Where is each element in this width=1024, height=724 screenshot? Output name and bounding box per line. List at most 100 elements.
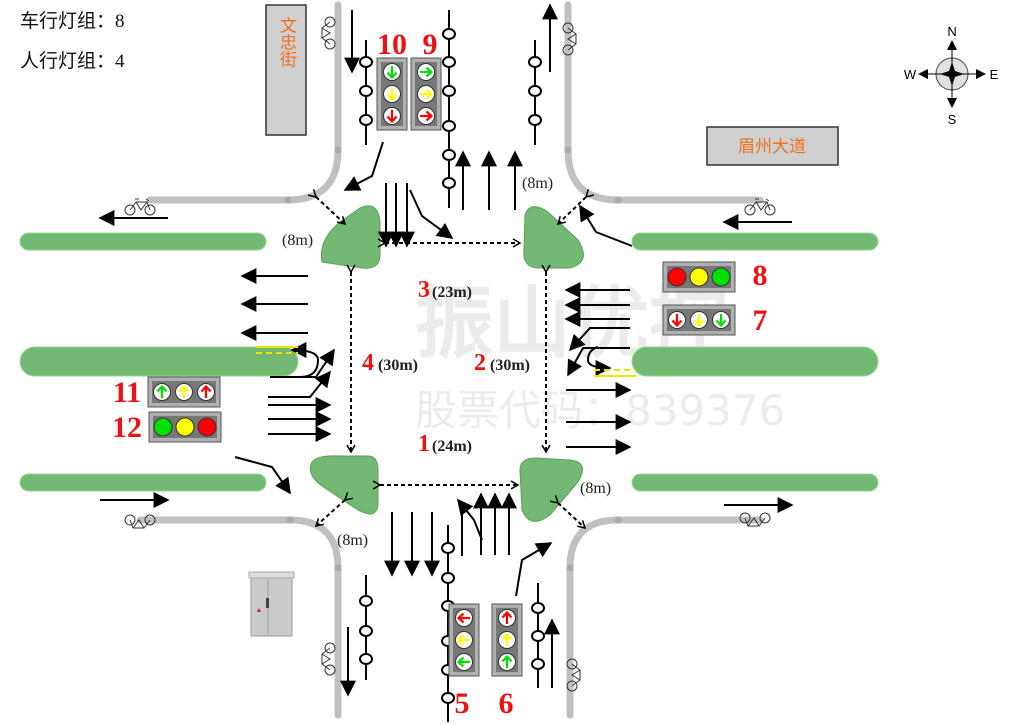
arrow-down-icon: [715, 314, 727, 328]
traffic-arrows: [98, 3, 794, 697]
island-nw: [320, 205, 381, 269]
bicycle-icon: [124, 514, 156, 529]
bicycle-icon: [739, 512, 771, 527]
street-name-east: 眉州大道: [706, 126, 839, 166]
bicycle-icon: [566, 658, 581, 692]
median-west-bottom: [19, 473, 267, 492]
signal-lamp-yellow: [175, 383, 193, 401]
signal-group-label: 8: [753, 259, 768, 292]
signal-lamp-yellow: [690, 311, 708, 329]
signal-group-9: 9: [410, 28, 442, 131]
crosswalk-1-length: (24m): [432, 438, 472, 455]
signal-lamp-red: [383, 107, 401, 125]
bicycle-icon: [321, 642, 336, 676]
crosswalk-3-id: 3: [418, 277, 430, 303]
signal-lamp-yellow: [455, 631, 473, 649]
arrow-up-icon: [200, 384, 212, 398]
bicycle-icon: [744, 198, 776, 216]
signal-controller-cabinet-icon: [248, 571, 295, 637]
median-east-top: [631, 232, 879, 251]
arrow-down-icon: [693, 314, 705, 328]
signal-group-label: 10: [377, 28, 407, 61]
distance-se: (8m): [580, 480, 611, 497]
compass-west: W: [904, 67, 917, 82]
signal-group-7: 7: [662, 304, 768, 337]
arrow-right-icon: [420, 66, 434, 78]
medians: [19, 232, 879, 492]
median-west-center: [19, 346, 299, 377]
signal-group-label: 12: [112, 411, 142, 444]
signal-group-label: 5: [455, 687, 470, 720]
signal-lamp-red: [417, 107, 435, 125]
street-name-meizhou: 眉州大道: [738, 137, 806, 157]
street-name-north: 文忠街: [265, 4, 307, 136]
watermark-stock-code: 股票代码：839376: [415, 386, 785, 435]
crosswalk-4-id: 4: [362, 350, 374, 376]
vehicle-signal-group-count: 车行灯组：8: [20, 11, 125, 32]
compass-north: N: [947, 24, 956, 39]
island-ne: [523, 206, 584, 269]
island-sw: [309, 455, 379, 515]
corner-crossing-nw: [307, 189, 347, 226]
signal-lamp-red: [455, 609, 473, 627]
signal-lamp-green: [498, 653, 516, 671]
island-se: [519, 457, 583, 522]
signal-lamp-red: [668, 311, 686, 329]
signal-lamp-red: [197, 383, 215, 401]
signal-lamp-green: [153, 417, 173, 437]
distance-sw: (8m): [337, 532, 368, 549]
arrow-down-icon: [386, 88, 398, 102]
bicycle-icon: [124, 198, 156, 216]
crosswalk-2-length: (30m): [490, 357, 530, 374]
arrow-right-icon: [420, 110, 434, 122]
compass-east: E: [990, 67, 999, 82]
crosswalk-labels: 3 (23m) 4 (30m) 2 (30m) 1 (24m): [362, 277, 530, 457]
signal-group-label: 7: [753, 304, 768, 337]
curb-sw: [136, 516, 342, 719]
arrow-up-icon: [156, 384, 168, 398]
corner-distance-labels: (8m) (8m) (8m) (8m): [282, 175, 611, 549]
crosswalk-4-length: (30m): [378, 357, 418, 374]
distance-nw: (8m): [282, 232, 313, 249]
arrow-down-icon: [386, 66, 398, 80]
distance-ne: (8m): [522, 175, 553, 192]
crosswalk-1-id: 1: [418, 431, 430, 457]
curb-nw: [146, 1, 342, 204]
signal-lamp-green: [711, 267, 731, 287]
signal-group-label: 9: [423, 28, 438, 61]
signal-group-label: 6: [499, 687, 514, 720]
signal-lamp-green: [153, 383, 171, 401]
signal-lamp-yellow: [689, 267, 709, 287]
signal-lamp-yellow: [417, 85, 435, 103]
signal-lamp-green: [455, 653, 473, 671]
signal-lamp-yellow: [498, 631, 516, 649]
signal-group-5: 5: [448, 603, 480, 720]
compass-rose: N S W E: [904, 24, 999, 127]
corner-crossing-sw: [314, 492, 354, 528]
arrow-up-icon: [501, 654, 513, 668]
arrow-up-icon: [178, 384, 190, 398]
bicycle-icon: [321, 16, 336, 50]
pedestrian-rails: [359, 10, 545, 722]
bicycle-icons: [124, 16, 776, 692]
signal-group-6: 6: [491, 603, 523, 720]
yellow-markings: [256, 346, 636, 377]
signal-lamp-green: [383, 63, 401, 81]
signal-group-10: 10: [376, 28, 408, 131]
arrow-up-icon: [501, 610, 513, 624]
signal-lamp-green: [712, 311, 730, 329]
signal-lamp-red: [667, 267, 687, 287]
arrow-down-icon: [386, 110, 398, 124]
crosswalk-3-length: (23m): [432, 284, 472, 301]
signal-lamp-red: [197, 417, 217, 437]
signal-lamp-red: [498, 609, 516, 627]
street-name-wenzhong: 文忠街: [276, 16, 297, 67]
arrow-left-icon: [456, 612, 470, 624]
signal-group-12: 12: [112, 411, 222, 444]
signal-lamp-yellow: [175, 417, 195, 437]
median-east-center: [631, 346, 879, 377]
signal-group-8: 8: [662, 259, 768, 293]
compass-south: S: [948, 112, 957, 127]
